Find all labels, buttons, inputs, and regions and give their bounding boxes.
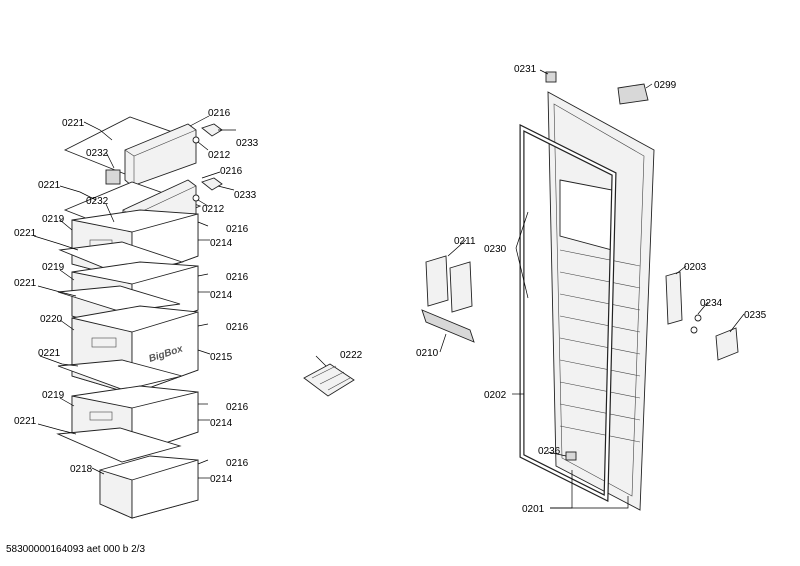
label-0203: 0203 bbox=[684, 262, 707, 273]
freezer-flap-1 bbox=[124, 123, 197, 187]
part-labels: 0221 0216 0233 0232 0212 0221 0216 0233 … bbox=[14, 64, 767, 515]
label-0219-1: 0219 bbox=[42, 214, 65, 225]
label-0219-3: 0219 bbox=[42, 390, 65, 401]
label-0221-5: 0221 bbox=[38, 348, 61, 359]
door-flap-0211 bbox=[425, 255, 473, 313]
door-stopper bbox=[545, 71, 557, 83]
document-code: 58300000164093 aet 000 b 2/3 bbox=[6, 544, 146, 555]
label-0221-6: 0221 bbox=[14, 416, 37, 427]
ice-cube-tray bbox=[303, 363, 355, 397]
drawer-assembly: BigBox bbox=[56, 116, 223, 519]
freezer-door bbox=[547, 91, 655, 511]
small-part-0236 bbox=[565, 451, 577, 461]
label-0201: 0201 bbox=[522, 504, 545, 515]
label-0216-7: 0216 bbox=[226, 458, 249, 469]
label-0232-2: 0232 bbox=[86, 196, 109, 207]
label-0218: 0218 bbox=[70, 464, 93, 475]
label-0235: 0235 bbox=[744, 310, 767, 321]
label-0214-4: 0214 bbox=[210, 474, 233, 485]
glass-shelf-6 bbox=[56, 427, 182, 463]
label-0216-6: 0216 bbox=[226, 402, 249, 413]
drawer-0218 bbox=[99, 455, 199, 519]
label-0214-3: 0214 bbox=[210, 418, 233, 429]
screw-0212-1 bbox=[192, 136, 200, 144]
label-0233-1: 0233 bbox=[236, 138, 259, 149]
label-0234: 0234 bbox=[700, 298, 723, 309]
door-hinge bbox=[665, 271, 683, 325]
label-0210: 0210 bbox=[416, 348, 439, 359]
flap-hinge-1 bbox=[105, 169, 121, 185]
label-0216-5: 0216 bbox=[226, 322, 249, 333]
label-0221-1: 0221 bbox=[62, 118, 85, 129]
label-0236: 0236 bbox=[538, 446, 561, 457]
label-0232-1: 0232 bbox=[86, 148, 109, 159]
label-0214-2: 0214 bbox=[210, 290, 233, 301]
label-0215: 0215 bbox=[210, 352, 233, 363]
label-0211: 0211 bbox=[454, 236, 476, 247]
leader-lines bbox=[33, 69, 745, 509]
label-0222: 0222 bbox=[340, 350, 363, 361]
glass-shelf-4 bbox=[57, 285, 181, 313]
label-plate bbox=[617, 83, 649, 105]
label-0233-2: 0233 bbox=[234, 190, 257, 201]
hinge-bracket-2 bbox=[201, 177, 223, 191]
label-0230: 0230 bbox=[484, 244, 507, 255]
label-0216-4: 0216 bbox=[226, 272, 249, 283]
label-0202: 0202 bbox=[484, 390, 507, 401]
screw-0234-2 bbox=[690, 326, 698, 334]
label-0219-2: 0219 bbox=[42, 262, 65, 273]
label-0212-1: 0212 bbox=[208, 150, 231, 161]
door-bar-0210 bbox=[421, 309, 475, 343]
label-0216-3: 0216 bbox=[226, 224, 249, 235]
label-0231: 0231 bbox=[514, 64, 537, 75]
label-0221-4: 0221 bbox=[14, 278, 37, 289]
label-0220: 0220 bbox=[40, 314, 63, 325]
screw-0212-2 bbox=[192, 194, 200, 202]
screw-0234-1 bbox=[694, 314, 702, 322]
label-0216-2: 0216 bbox=[220, 166, 243, 177]
label-0221-2: 0221 bbox=[38, 180, 61, 191]
label-0216-1: 0216 bbox=[208, 108, 231, 119]
door-gasket bbox=[519, 123, 617, 502]
hinge-cover bbox=[715, 327, 739, 361]
label-0299: 0299 bbox=[654, 80, 677, 91]
label-0221-3: 0221 bbox=[14, 228, 37, 239]
label-0212-2: 0212 bbox=[202, 204, 225, 215]
label-0214-1: 0214 bbox=[210, 238, 233, 249]
glass-shelf-5 bbox=[57, 359, 183, 391]
